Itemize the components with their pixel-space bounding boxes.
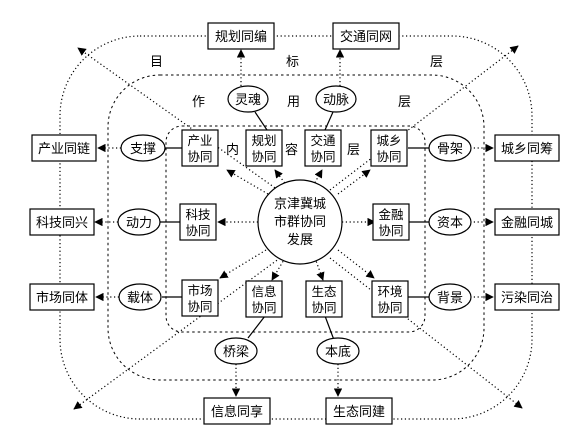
oval-capital: 资本 (428, 208, 472, 236)
arrow-center-to-transport (312, 169, 323, 187)
function-layer-char-2: 用 (287, 95, 300, 110)
content-layer-char-1: 内 (226, 142, 239, 158)
box-eco-build: 生态同建 (325, 397, 393, 425)
oval-base: 本底 (316, 337, 360, 365)
svg-text:生态: 生态 (311, 284, 336, 299)
box-market-integration: 市场同体 (29, 283, 95, 311)
svg-text:京津冀城: 京津冀城 (274, 196, 326, 212)
oval-soul: 灵魂 (227, 85, 269, 113)
arrow-center-to-urban-rural (337, 169, 371, 195)
box-transport-network: 交通同网 (332, 22, 400, 50)
oval-bridge: 桥梁 (214, 337, 258, 365)
svg-text:协同: 协同 (251, 149, 276, 164)
box-pollution-control: 污染同治 (494, 283, 560, 311)
box-planning-coedit: 规划同编 (207, 22, 275, 50)
svg-text:市场同体: 市场同体 (36, 290, 88, 306)
svg-text:产业同链: 产业同链 (38, 142, 90, 157)
svg-text:交通同网: 交通同网 (340, 29, 392, 45)
oval-support: 支撑 (120, 134, 166, 162)
arrow-center-to-env (337, 249, 375, 279)
svg-text:发展: 发展 (287, 232, 313, 248)
oval-power: 动力 (117, 208, 161, 236)
svg-text:交通: 交通 (310, 133, 336, 148)
inner-transport: 交通 协同 (304, 129, 342, 167)
svg-text:信息同享: 信息同享 (211, 404, 263, 420)
svg-text:城乡: 城乡 (376, 133, 401, 148)
svg-text:动力: 动力 (126, 216, 152, 231)
oval-carrier: 载体 (118, 283, 162, 311)
svg-text:桥梁: 桥梁 (223, 345, 249, 360)
target-layer-char-1: 目 (150, 55, 163, 70)
svg-text:灵魂: 灵魂 (235, 92, 261, 108)
svg-text:资本: 资本 (437, 216, 463, 231)
box-info-share: 信息同享 (203, 397, 271, 425)
line-transport-artery (324, 111, 334, 131)
svg-text:产业: 产业 (187, 133, 212, 148)
svg-text:协同: 协同 (311, 300, 336, 315)
svg-text:动脉: 动脉 (323, 93, 349, 108)
inner-info: 信息 协同 (245, 280, 283, 318)
oval-skeleton: 骨架 (428, 134, 472, 162)
svg-text:协同: 协同 (187, 149, 212, 164)
svg-text:协同: 协同 (187, 299, 212, 314)
svg-text:支撑: 支撑 (130, 142, 156, 157)
arrow-to-top-left (77, 47, 279, 191)
svg-text:信息: 信息 (251, 284, 276, 299)
oval-artery: 动脉 (315, 85, 357, 113)
svg-text:科技同兴: 科技同兴 (36, 216, 88, 231)
svg-text:协同: 协同 (376, 149, 401, 164)
center-circle: 京津冀城 市群协同 发展 (257, 179, 343, 265)
arrow-center-to-market (219, 249, 267, 279)
content-layer-char-2: 容 (285, 142, 298, 158)
arrow-center-to-industry (226, 169, 269, 195)
target-layer-char-2: 标 (286, 55, 299, 70)
line-info-bridge (247, 315, 266, 339)
svg-text:载体: 载体 (127, 291, 153, 306)
svg-text:协同: 协同 (310, 149, 335, 164)
svg-text:本底: 本底 (325, 344, 351, 360)
svg-text:规划: 规划 (251, 133, 276, 148)
svg-text:环境: 环境 (377, 284, 402, 299)
arrow-to-bottom-right (329, 257, 523, 409)
inner-planning: 规划 协同 (245, 129, 283, 167)
inner-industry: 产业 协同 (181, 129, 219, 167)
inner-market: 市场 协同 (181, 279, 219, 317)
box-tech-prosper: 科技同兴 (29, 208, 95, 236)
line-eco-base (324, 315, 335, 341)
svg-text:骨架: 骨架 (437, 142, 463, 157)
svg-text:金融同城: 金融同城 (501, 215, 553, 231)
svg-text:市场: 市场 (187, 283, 212, 298)
svg-text:协同: 协同 (185, 223, 210, 238)
box-urban-rural-plan: 城乡同筹 (494, 134, 560, 162)
inner-eco: 生态 协同 (305, 280, 343, 318)
svg-text:规划同编: 规划同编 (215, 30, 267, 45)
inner-env: 环境 协同 (371, 280, 409, 318)
svg-text:科技: 科技 (185, 207, 211, 222)
oval-background: 背景 (428, 283, 472, 311)
svg-text:协同: 协同 (251, 300, 276, 315)
arrow-center-to-eco (314, 257, 325, 281)
svg-text:生态同建: 生态同建 (333, 405, 385, 420)
inner-urban-rural: 城乡 协同 (370, 129, 408, 167)
function-layer-char-3: 层 (398, 95, 411, 110)
inner-finance: 金融 协同 (372, 203, 410, 241)
svg-text:污染同治: 污染同治 (501, 291, 553, 306)
arrow-center-to-info (271, 257, 286, 281)
inner-tech: 科技 协同 (179, 203, 217, 241)
svg-text:协同: 协同 (377, 300, 402, 315)
svg-text:金融: 金融 (378, 207, 404, 222)
svg-text:协同: 协同 (378, 223, 403, 238)
svg-text:背景: 背景 (437, 291, 463, 306)
function-layer-boundary (107, 74, 485, 381)
content-layer-char-3: 层 (347, 143, 360, 158)
svg-text:市群协同: 市群协同 (274, 214, 326, 230)
arrow-to-top-right (329, 45, 519, 191)
box-industry-chain: 产业同链 (31, 134, 97, 162)
box-finance-city: 金融同城 (494, 208, 560, 236)
line-planning-soul (254, 111, 268, 131)
svg-text:城乡同筹: 城乡同筹 (501, 141, 553, 157)
target-layer-char-3: 层 (430, 55, 443, 70)
function-layer-char-1: 作 (192, 95, 205, 110)
